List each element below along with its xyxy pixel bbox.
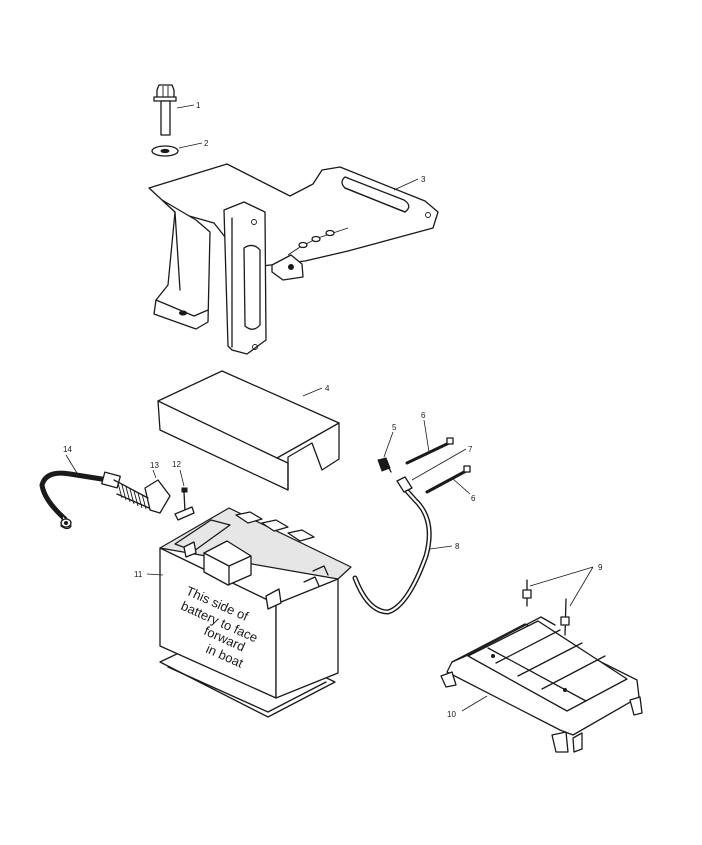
part-7-elbow xyxy=(396,476,413,493)
callout-9: 9 xyxy=(598,563,603,572)
part-12-screw xyxy=(174,487,195,521)
callout-1: 1 xyxy=(196,101,201,110)
callout-12: 12 xyxy=(172,460,181,469)
part-2-washer xyxy=(151,145,179,157)
callout-6-upper: 6 xyxy=(421,411,426,420)
callout-4: 4 xyxy=(325,384,330,393)
part-10-battery-tray xyxy=(440,616,643,753)
part-4-cover xyxy=(157,370,340,491)
part-11-battery xyxy=(159,507,352,718)
part-6-cable-tie-upper xyxy=(405,437,454,465)
callout-7: 7 xyxy=(468,445,473,454)
callout-14: 14 xyxy=(63,445,72,454)
callout-2: 2 xyxy=(204,139,209,148)
part-6-cable-tie-lower xyxy=(425,465,471,494)
callout-3: 3 xyxy=(421,175,426,184)
callout-13: 13 xyxy=(150,461,159,470)
part-14-cable xyxy=(39,470,121,530)
part-1-bolt xyxy=(153,84,177,136)
part-8-vent-tube xyxy=(352,487,432,615)
callout-11: 11 xyxy=(134,570,143,579)
callout-10: 10 xyxy=(447,710,456,719)
callout-8: 8 xyxy=(455,542,460,551)
callout-6-lower: 6 xyxy=(471,494,476,503)
part-9-fasteners xyxy=(522,579,570,636)
callout-5: 5 xyxy=(392,423,397,432)
part-3-bracket xyxy=(148,163,439,355)
part-5-vent-fitting xyxy=(377,457,392,473)
part-13-terminal-boot xyxy=(113,479,171,514)
